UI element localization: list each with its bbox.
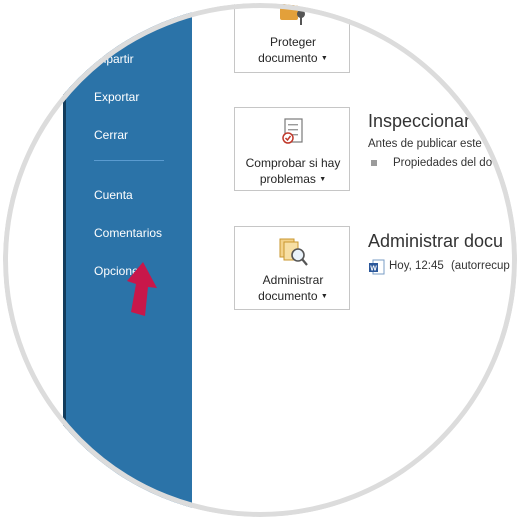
version-time: Hoy, 12:45 <box>389 260 444 272</box>
dropdown-caret-icon: ▼ <box>319 176 327 183</box>
inspect-bullet-text: Propiedades del do <box>393 157 493 169</box>
sidebar-item-comentarios[interactable]: Comentarios <box>94 226 163 240</box>
version-entry[interactable]: Hoy, 12:45 (autorrecup <box>389 260 510 272</box>
word-document-icon: W <box>369 259 385 275</box>
manage-title: Administrar docu <box>368 231 504 251</box>
magnifier-lens: Compartir Exportar Cerrar Cuenta Comenta… <box>3 3 517 517</box>
manage-documents-icon <box>279 238 308 266</box>
manage-document-label-2: documento <box>258 289 318 303</box>
check-issues-button[interactable]: Comprobar si hay problemas ▼ <box>234 107 350 191</box>
protect-document-label-2-wrap: documento ▼ <box>235 50 351 67</box>
sidebar-item-opciones[interactable]: Opciones <box>94 264 145 278</box>
sidebar-item-cerrar[interactable]: Cerrar <box>94 128 129 142</box>
check-issues-label-1: Comprobar si hay <box>245 156 341 170</box>
sidebar-item-compartir[interactable]: Compartir <box>81 52 134 66</box>
inspect-description: Antes de publicar este <box>368 138 482 150</box>
manage-document-label-2-wrap: documento ▼ <box>235 288 351 305</box>
inspect-title: Inspeccionar <box>368 111 471 131</box>
sidebar-item-cuenta[interactable]: Cuenta <box>94 188 133 202</box>
dropdown-caret-icon: ▼ <box>320 55 328 62</box>
pointer-arrow-icon <box>127 262 157 316</box>
version-note: (autorrecup <box>450 260 510 272</box>
bullet-icon <box>371 160 377 166</box>
backstage-sidebar: Compartir Exportar Cerrar Cuenta Comenta… <box>63 3 192 517</box>
protect-document-label-2: documento <box>258 51 318 65</box>
svg-text:W: W <box>370 266 377 273</box>
manage-document-button[interactable]: Administrar documento ▼ <box>234 226 350 310</box>
sidebar-divider <box>94 160 164 161</box>
dropdown-caret-icon: ▼ <box>320 293 328 300</box>
checklist-icon <box>282 118 303 144</box>
lock-key-icon <box>280 3 305 25</box>
manage-document-label-1: Administrar <box>262 273 324 287</box>
sidebar-item-exportar[interactable]: Exportar <box>94 90 140 104</box>
check-issues-label-2-wrap: problemas ▼ <box>235 171 351 188</box>
protect-document-label-1: Proteger <box>269 35 317 49</box>
check-issues-label-2: problemas <box>259 172 316 186</box>
protect-document-button[interactable]: Proteger documento ▼ <box>234 3 350 73</box>
